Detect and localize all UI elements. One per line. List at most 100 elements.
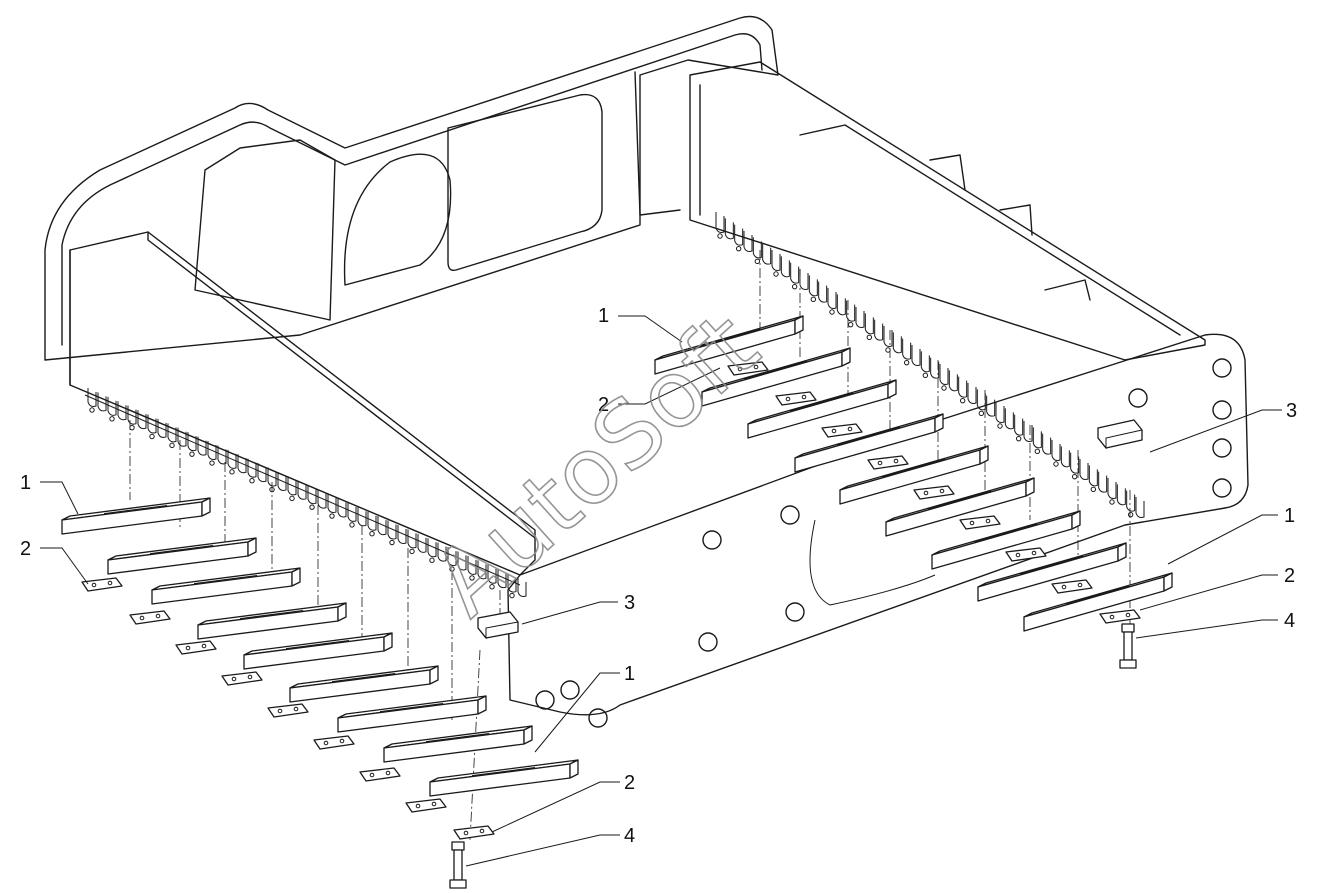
part-1-bar-end [934, 413, 944, 433]
part-2-plate [81, 577, 123, 592]
comb-tooth [930, 357, 940, 379]
comb-bolt [959, 397, 966, 404]
plate-hole [1061, 584, 1067, 590]
comb-tooth [892, 332, 902, 354]
comb-tooth [902, 338, 912, 360]
part-1-bar-side [61, 501, 203, 535]
comb-bolt [509, 592, 515, 599]
comb-tooth [1051, 440, 1061, 461]
comb-tooth [846, 300, 856, 322]
plate-hole [385, 770, 391, 776]
comb-tooth [217, 445, 227, 465]
callout-leaders [40, 315, 1282, 867]
comb-tooth [818, 281, 828, 303]
part-1-bar-side [977, 546, 1119, 602]
part-2-plate [453, 825, 495, 840]
plate-hole [231, 676, 237, 682]
comb-tooth [207, 441, 217, 461]
plate-hole [847, 426, 853, 432]
comb-tooth [457, 551, 467, 571]
comb-bolt [754, 258, 761, 265]
plate-hole [107, 580, 113, 586]
rear-panel [44, 15, 779, 361]
plate-hole [463, 830, 469, 836]
callout-2-right: 2 [1284, 565, 1295, 587]
comb-tooth [1135, 497, 1145, 518]
part-1-bar-end [523, 725, 533, 745]
comb-tooth [743, 231, 753, 252]
comb-tooth [883, 326, 893, 347]
comb-tooth [247, 458, 257, 478]
comb-bolt [489, 584, 495, 590]
right-comb-row [715, 212, 1145, 518]
part-1-bar-end [841, 347, 851, 367]
part-1-bar-side [839, 449, 981, 505]
comb-tooth [197, 436, 207, 456]
comb-tooth [1126, 490, 1136, 512]
front-cross-plate [507, 333, 1249, 728]
part-2-plate [129, 610, 171, 625]
comb-tooth [307, 485, 317, 505]
part-1-bar-end [569, 759, 579, 779]
callout-1-right: 1 [1284, 505, 1295, 527]
plate-hole [139, 615, 145, 621]
comb-tooth [1014, 414, 1024, 436]
part-1-slot [789, 392, 854, 412]
part-2-plate [221, 671, 263, 686]
part-1-slot [743, 360, 808, 380]
comb-tooth [167, 423, 177, 443]
watermark-logo: AutoSoft [413, 292, 778, 636]
comb-tooth [157, 418, 167, 438]
part-2-plate [959, 515, 1001, 530]
plate-hole [939, 488, 945, 494]
part-1-bar-side [429, 763, 571, 797]
plate-hole [201, 643, 207, 649]
comb-tooth [237, 454, 247, 474]
left-part-set [61, 497, 579, 840]
comb-tooth [487, 564, 497, 584]
comb-bolt [1015, 435, 1022, 442]
part-3-plate-right [1097, 419, 1143, 450]
comb-tooth [317, 489, 327, 509]
comb-bolt [349, 522, 355, 528]
callout-3-mid: 3 [624, 592, 635, 614]
plate-hole [369, 772, 375, 778]
comb-tooth [715, 212, 725, 233]
part-1-bar-end [1117, 542, 1127, 562]
comb-bolt [773, 271, 779, 277]
plate-hole [969, 520, 975, 526]
part-1-slot [696, 328, 761, 348]
comb-bolt [409, 548, 415, 555]
comb-tooth [497, 569, 507, 589]
comb-bolt [941, 385, 947, 391]
callout-1-left: 1 [20, 472, 31, 494]
comb-tooth [407, 529, 417, 549]
plate-hole [831, 428, 837, 434]
callout-4-right: 4 [1284, 610, 1295, 632]
comb-tooth [287, 476, 297, 496]
comb-bolt [978, 410, 985, 417]
comb-bolt [885, 347, 891, 353]
part-1-bar-side [197, 606, 339, 640]
plate-hole [293, 706, 299, 712]
plate-hole [1125, 612, 1131, 618]
comb-bolt [717, 233, 723, 239]
part-2-plate [267, 703, 309, 718]
part-1-bar-side [747, 383, 889, 439]
plate-hole [479, 828, 485, 834]
comb-tooth [864, 313, 874, 335]
part-1-bar-end [201, 497, 211, 517]
comb-bolt [329, 513, 335, 519]
comb-tooth [227, 449, 237, 469]
comb-bolt [1053, 461, 1059, 467]
part-4-bolt-right [1119, 623, 1137, 669]
comb-tooth [1060, 446, 1070, 468]
part-1-bar-end [247, 537, 257, 557]
part-1-bar-side [289, 669, 431, 703]
part-1-bar-end [1163, 572, 1173, 592]
comb-bolt [149, 433, 155, 440]
comb-tooth [97, 392, 107, 412]
part-1-bar-end [291, 567, 301, 587]
comb-tooth [752, 237, 762, 259]
